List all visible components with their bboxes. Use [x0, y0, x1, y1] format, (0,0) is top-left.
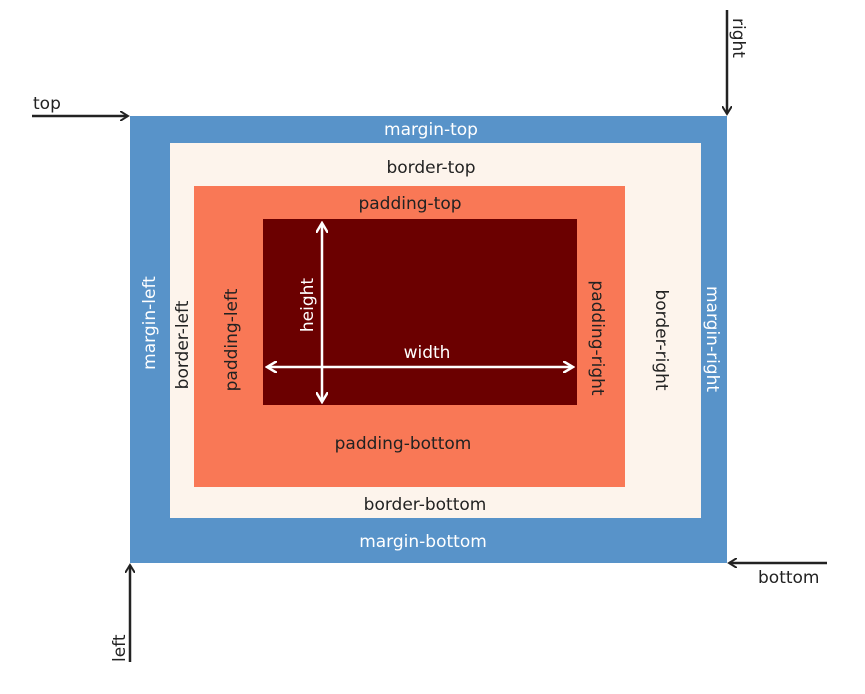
height-label: height [298, 278, 318, 333]
border-left-label: border-left [173, 300, 193, 389]
width-label: width [404, 343, 451, 363]
border-bottom-label: border-bottom [364, 495, 487, 515]
margin-left-label: margin-left [140, 276, 160, 370]
padding-top-label: padding-top [358, 194, 461, 214]
padding-left-label: padding-left [222, 288, 242, 391]
margin-bottom-label: margin-bottom [359, 532, 487, 552]
left-label: left [110, 634, 130, 662]
margin-right-label: margin-right [702, 286, 722, 392]
padding-right-label: padding-right [587, 280, 607, 395]
margin-top-label: margin-top [384, 120, 478, 140]
padding-bottom-label: padding-bottom [335, 434, 472, 454]
border-top-label: border-top [386, 158, 475, 178]
content-box [263, 219, 577, 405]
border-right-label: border-right [651, 289, 671, 390]
top-label: top [33, 94, 61, 114]
right-label: right [728, 18, 748, 58]
bottom-label: bottom [758, 568, 819, 588]
